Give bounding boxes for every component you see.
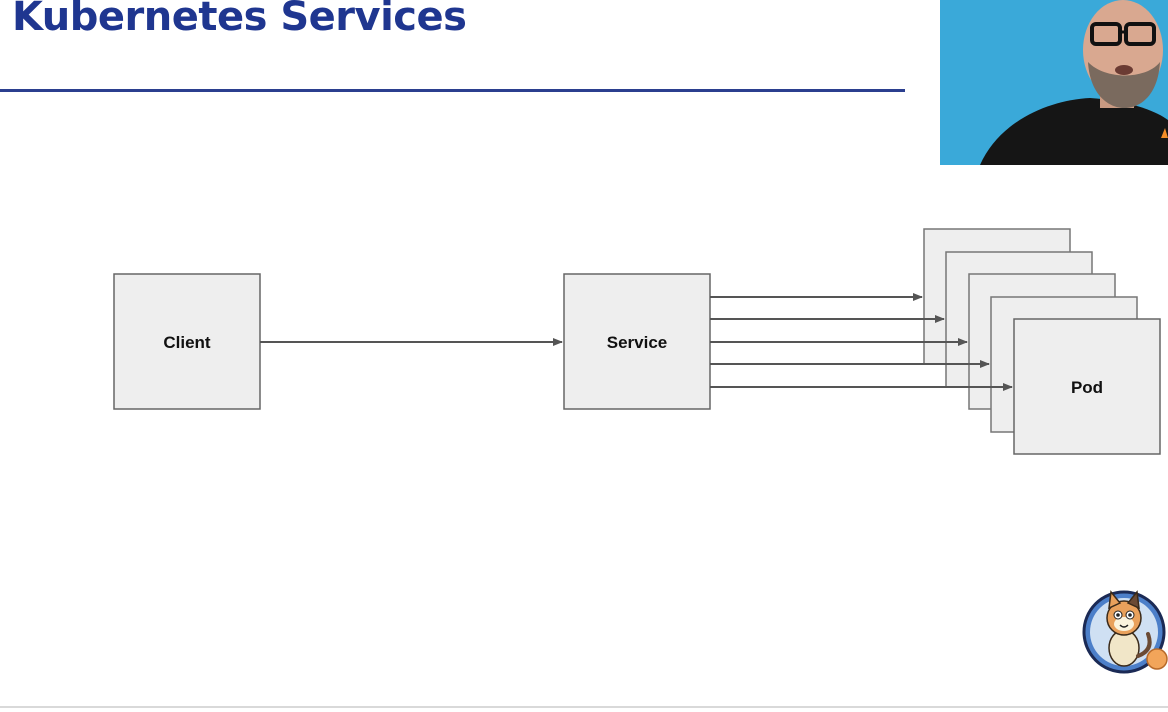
cat-mascot-icon [1082, 590, 1168, 674]
presenter-webcam [940, 0, 1168, 165]
client-label: Client [163, 333, 211, 352]
service-node: Service [563, 273, 711, 410]
presenter-figure-icon [940, 0, 1168, 165]
pod-node: Pod [1013, 318, 1161, 455]
title-underline [0, 89, 905, 92]
service-label: Service [607, 333, 668, 352]
pod-label: Pod [1071, 378, 1103, 397]
pod-replica-5 [1013, 318, 1161, 455]
client-node: Client [113, 273, 261, 410]
slide-title: Kubernetes Services [12, 0, 467, 40]
slide-bottom-border [0, 706, 1168, 708]
